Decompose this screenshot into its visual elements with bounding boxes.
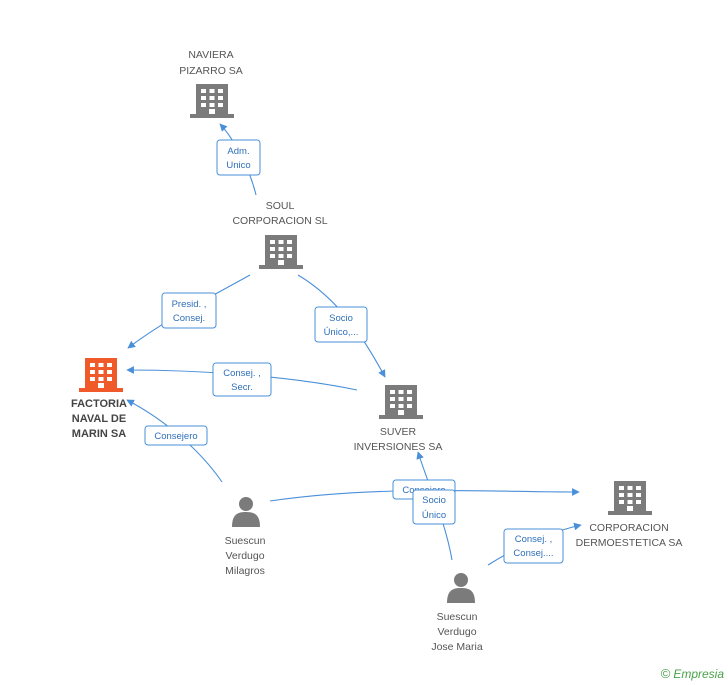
edge-label-line: Secr. xyxy=(231,382,253,393)
node-corporacion-dermoestetica[interactable]: CORPORACION DERMOESTETICA SA xyxy=(576,481,683,549)
edge-label-line: Consej.... xyxy=(513,548,553,559)
edge-label-line: Consej. , xyxy=(223,368,261,379)
node-label-line: FACTORIA xyxy=(71,398,127,410)
building-icon xyxy=(259,235,303,269)
node-label-line: Milagros xyxy=(225,565,265,577)
node-label-line: CORPORACION xyxy=(589,522,668,534)
brand-watermark: ©Empresia xyxy=(661,666,724,681)
edge-label-line: Único,... xyxy=(324,327,359,338)
edge-label-line: Presid. , xyxy=(172,299,207,310)
edge-label-soul-naviera[interactable]: Adm. Unico xyxy=(216,139,261,176)
edge-label-line: Único xyxy=(422,510,446,521)
node-label-line: DERMOESTETICA SA xyxy=(576,537,683,549)
node-label-line: Verdugo xyxy=(437,626,476,638)
edges xyxy=(126,123,582,566)
node-label-line: INVERSIONES SA xyxy=(354,441,443,453)
edge-label-line: Unico xyxy=(226,160,250,171)
person-icon xyxy=(447,573,475,603)
edge-label-josemaria-suver[interactable]: Socio Único xyxy=(412,489,456,525)
edge-label-line: Consej. , xyxy=(515,534,553,545)
node-label-line: MARIN SA xyxy=(72,428,126,440)
edge-label-line: Adm. xyxy=(227,146,249,157)
edge-label-line: Consej. xyxy=(173,313,205,324)
node-label-line: NAVIERA xyxy=(188,49,233,61)
building-icon xyxy=(190,84,234,118)
node-label-line: SOUL xyxy=(266,200,295,212)
building-icon xyxy=(79,358,123,392)
edge-label-milagros-factoria[interactable]: Consejero xyxy=(144,425,208,446)
node-label-line: SUVER xyxy=(380,426,417,438)
edge-label-josemaria-dermo[interactable]: Consej. , Consej.... xyxy=(503,528,564,564)
node-suver-inversiones[interactable]: SUVER INVERSIONES SA xyxy=(354,385,443,453)
node-label-line: CORPORACION SL xyxy=(232,215,327,227)
edge-label-suver-factoria[interactable]: Consej. , Secr. xyxy=(212,362,272,397)
node-label-line: PIZARRO SA xyxy=(179,65,243,77)
node-person-jose-maria[interactable]: Suescun Verdugo Jose Maria xyxy=(431,573,483,653)
edge-label-line: Socio xyxy=(422,495,446,506)
brand-name: Empresia xyxy=(673,667,724,681)
node-person-milagros[interactable]: Suescun Verdugo Milagros xyxy=(225,497,266,577)
edge-label-soul-suver[interactable]: Socio Único,... xyxy=(314,306,368,343)
building-icon xyxy=(608,481,652,515)
edge-labels: Adm. Unico Presid. , Consej. Socio Único… xyxy=(144,139,564,564)
node-label-line: Verdugo xyxy=(225,550,264,562)
node-naviera-pizarro[interactable]: NAVIERA PIZARRO SA xyxy=(179,49,243,118)
node-label-line: Suescun xyxy=(225,535,266,547)
edge-label-soul-factoria[interactable]: Presid. , Consej. xyxy=(161,292,217,329)
person-icon xyxy=(232,497,260,527)
edge-label-line: Socio xyxy=(329,313,353,324)
building-icon xyxy=(379,385,423,419)
nodes: NAVIERA PIZARRO SA SOUL CORPORACION SL F… xyxy=(71,49,682,653)
node-label-line: Suescun xyxy=(437,611,478,623)
edge-label-line: Consejero xyxy=(154,431,197,442)
node-factoria-naval[interactable]: FACTORIA NAVAL DE MARIN SA xyxy=(71,358,127,440)
node-soul-corporacion[interactable]: SOUL CORPORACION SL xyxy=(232,200,328,269)
node-label-line: NAVAL DE xyxy=(72,413,126,425)
copyright-icon: © xyxy=(660,666,671,681)
node-label-line: Jose Maria xyxy=(431,641,483,653)
